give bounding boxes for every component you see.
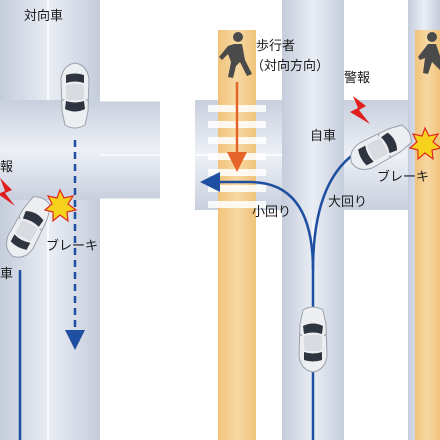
brake-label-left: ブレーキ <box>46 239 99 254</box>
impact-burst-right <box>408 126 440 161</box>
oncoming-car <box>60 62 90 129</box>
impact-burst-left <box>43 188 78 223</box>
large-turn-path <box>311 148 361 271</box>
pedestrian-icon <box>219 32 252 78</box>
brake-label-right: ブレーキ <box>377 170 430 185</box>
lightning-alarm-left <box>0 178 15 206</box>
small-turn-label: 小回り <box>252 205 292 220</box>
lightning-alarm-right <box>350 96 370 124</box>
pedestrian-label: 歩行者 <box>256 39 296 54</box>
oncoming-car-label: 対向車 <box>24 9 64 24</box>
crosswalk-band-right <box>415 30 440 440</box>
large-turn-label: 大回り <box>328 195 368 210</box>
alarm-label-left: 報 <box>0 160 14 175</box>
own-car-right <box>298 306 328 373</box>
own-car-label-left: 車 <box>0 267 14 282</box>
own-car-label-right: 自車 <box>310 129 337 144</box>
pedestrian-direction-label: （対向方向） <box>251 59 330 74</box>
pedestrian-icon-right <box>418 32 440 74</box>
alarm-label-right: 警報 <box>344 71 371 86</box>
